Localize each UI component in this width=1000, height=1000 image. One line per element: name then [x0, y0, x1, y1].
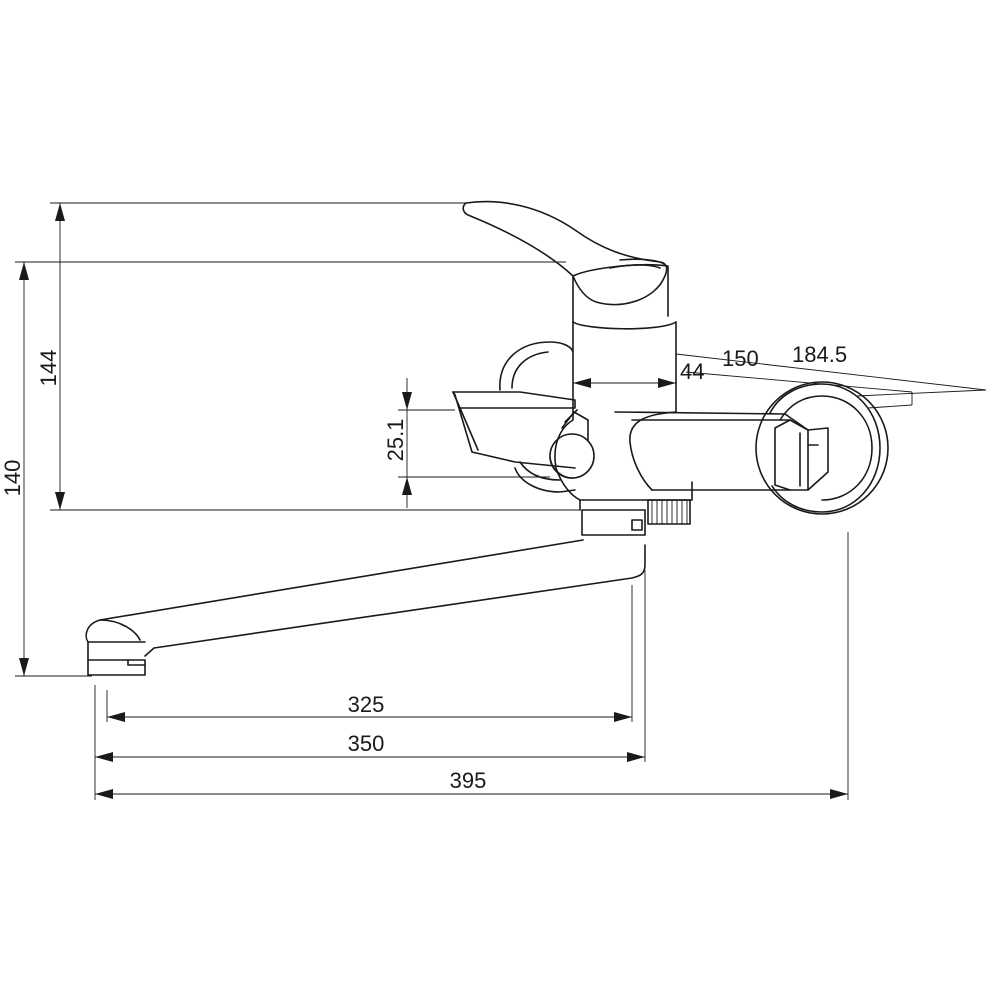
dim-label-150: 150 [722, 346, 759, 371]
arrow-head [107, 712, 125, 722]
arrow-head [614, 712, 632, 722]
dimension-labels: 144 140 25.1 44 150 184.5 325 350 395 [0, 342, 847, 793]
arrow-head [55, 492, 65, 510]
dim-label-140: 140 [0, 460, 25, 497]
arrow-head [95, 789, 113, 799]
dim-label-144: 144 [36, 350, 61, 387]
right-wall-flange [755, 381, 889, 515]
dim-label-44: 44 [680, 359, 704, 384]
faucet-body [554, 321, 693, 511]
lever-handle [462, 200, 668, 306]
arrow-head [402, 477, 412, 495]
spout-collar [581, 509, 646, 536]
arrow-head [19, 262, 29, 280]
threaded-outlet [647, 499, 691, 525]
arrow-head [573, 378, 591, 388]
dim-label-184-5: 184.5 [792, 342, 847, 367]
arrow-head [627, 752, 645, 762]
dim-label-325: 325 [348, 692, 385, 717]
left-wall-flange [499, 341, 576, 493]
arrow-head [402, 392, 412, 410]
diverter-knob [549, 409, 595, 479]
dim-label-25-1: 25.1 [383, 419, 408, 462]
dimension-lines [15, 202, 987, 800]
faucet-outline [85, 200, 889, 676]
dim-label-395: 395 [450, 768, 487, 793]
dim-label-350: 350 [348, 731, 385, 756]
long-spout [85, 539, 646, 676]
left-eccentric-arm [452, 391, 576, 469]
arrow-head [19, 658, 29, 676]
arrow-head [658, 378, 676, 388]
arrow-head [55, 203, 65, 221]
cartridge-cap [572, 263, 677, 330]
arrow-head [95, 752, 113, 762]
right-eccentric-arm [614, 411, 829, 491]
arrow-head [830, 789, 848, 799]
